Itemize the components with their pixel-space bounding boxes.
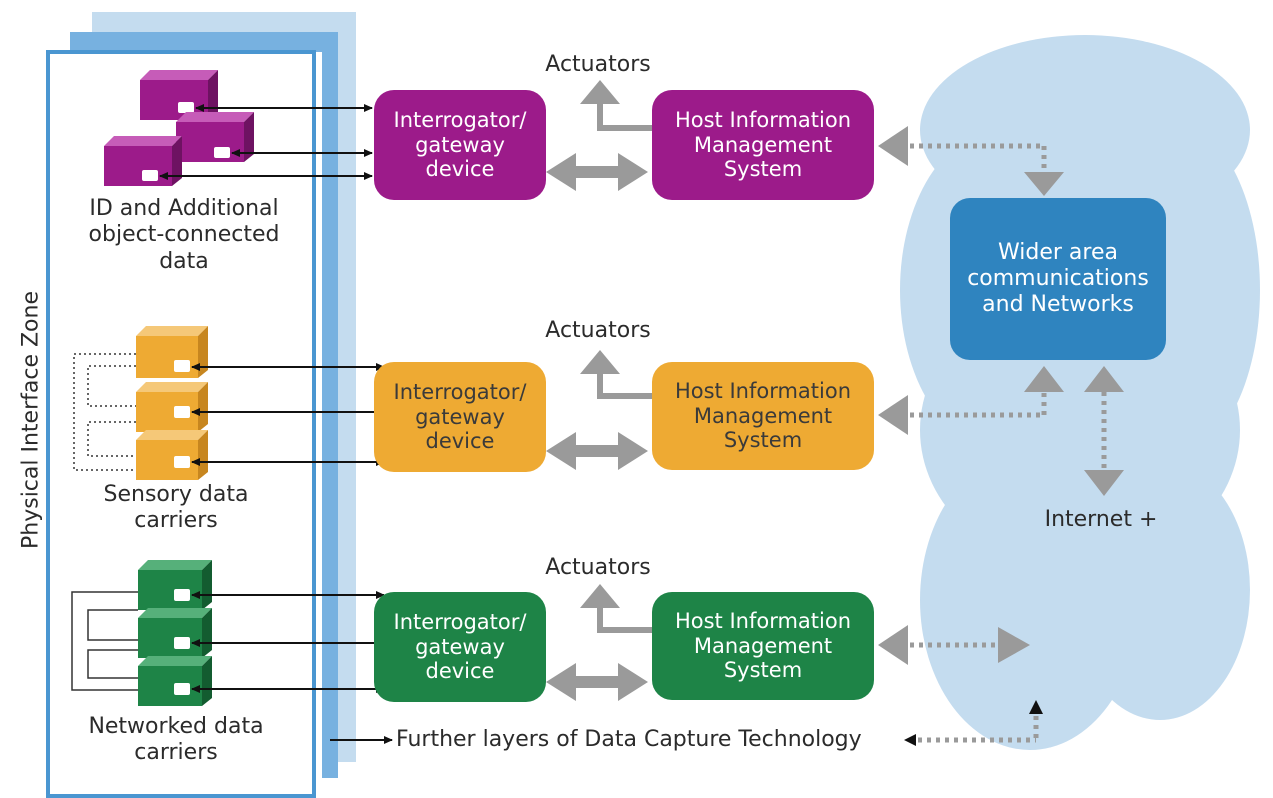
actuators-label-row-1: Actuators (545, 52, 651, 77)
actuators-label-row-3: Actuators (545, 555, 651, 580)
gateway-host-links (546, 153, 648, 701)
host-network-links (878, 126, 1124, 746)
wider-area-network-box: Wider area communications and Networks (950, 198, 1166, 360)
id-data-label-line-3: data (159, 248, 209, 274)
sensory-data-label: Sensory data carriers (66, 482, 286, 535)
networked-data-label-line-1: Networked data (88, 714, 264, 739)
carrier-gateway-links (159, 104, 393, 744)
id-data-label-line-2: object-connected (88, 222, 280, 248)
host-box-row-3: Host Information Management System (652, 592, 874, 700)
physical-interface-zone-label: Physical Interface Zone (18, 291, 44, 549)
internet-label: Internet + (1044, 507, 1158, 532)
networked-data-label: Networked data carriers (66, 714, 286, 767)
further-layers-label: Further layers of Data Capture Technolog… (396, 727, 862, 752)
sensory-data-label-line-2: carriers (134, 508, 218, 534)
host-box-row-1: Host Information Management System (652, 90, 874, 200)
network-cloud (900, 35, 1260, 750)
id-data-label: ID and Additional object-connected data (66, 196, 302, 275)
sensory-data-label-line-1: Sensory data (103, 482, 249, 507)
actuators-label-row-2: Actuators (545, 318, 651, 343)
id-data-label-line-1: ID and Additional (89, 196, 279, 221)
sensory-data-carriers (73, 326, 208, 480)
gateway-box-row-2: Interrogator/ gateway device (374, 362, 546, 472)
host-box-row-2: Host Information Management System (652, 362, 874, 470)
gateway-box-row-3: Interrogator/ gateway device (374, 592, 546, 702)
actuator-arrows (580, 80, 652, 633)
gateway-box-row-1: Interrogator/ gateway device (374, 90, 546, 200)
networked-data-label-line-2: carriers (134, 740, 218, 766)
